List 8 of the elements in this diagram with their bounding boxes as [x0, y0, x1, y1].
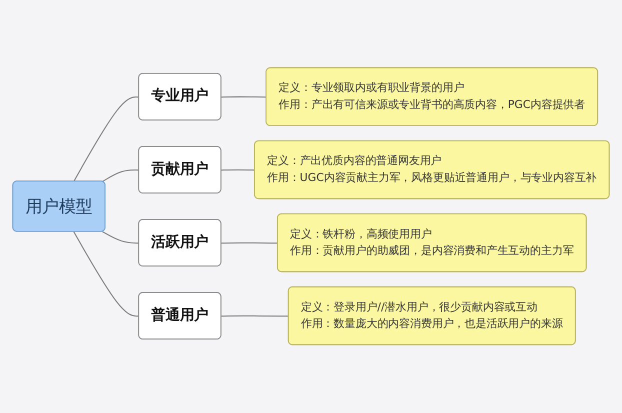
connector — [73, 232, 140, 317]
connector — [221, 96, 267, 98]
connector — [73, 96, 140, 182]
connector — [221, 316, 289, 317]
connector — [221, 170, 255, 171]
connector — [102, 231, 140, 244]
connector — [102, 170, 140, 182]
connector — [221, 242, 278, 244]
